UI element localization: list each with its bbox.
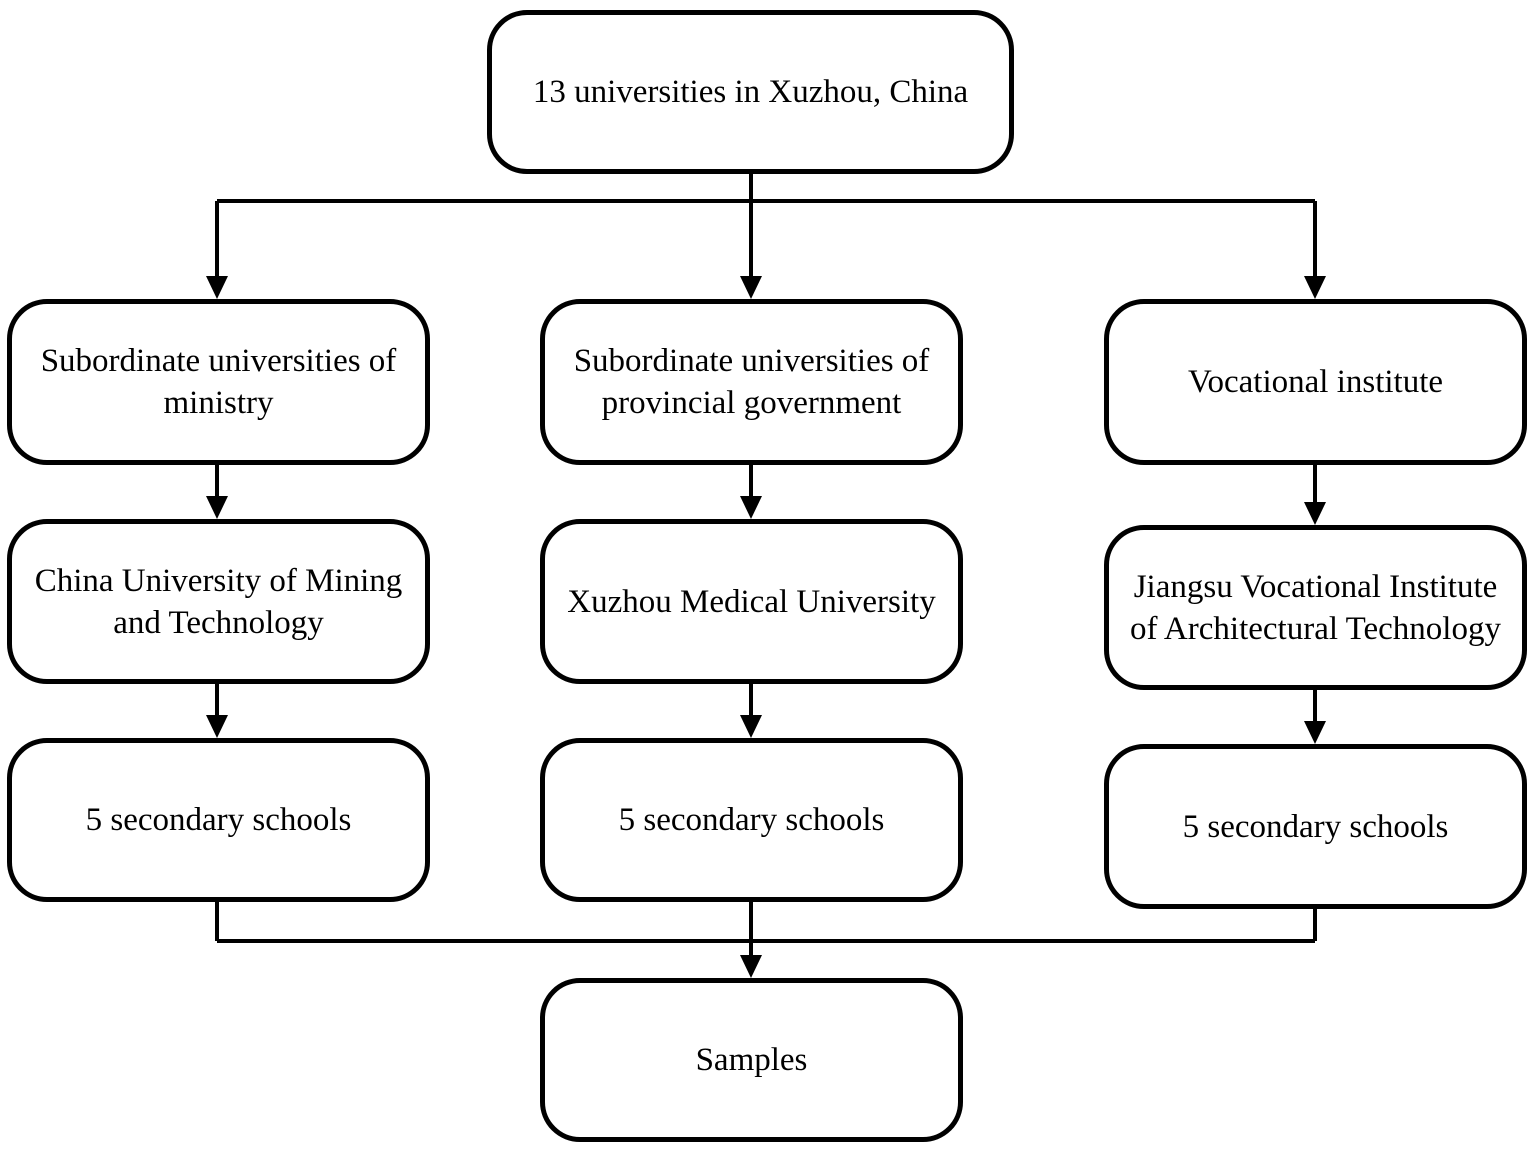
node-university-xzmu-label: Xuzhou Medical University [567, 583, 936, 620]
node-schools-xzmu-label: 5 secondary schools [618, 802, 885, 838]
node-samples: Samples [540, 978, 963, 1142]
node-category-provincial: Subordinate universities of provincial g… [540, 299, 963, 465]
node-schools-xzmu: 5 secondary schools [540, 738, 963, 902]
node-category-provincial-label: Subordinate universities of provincial g… [573, 343, 930, 421]
node-university-xzmu: Xuzhou Medical University [540, 519, 963, 684]
node-university-cumt-label: China University of Mining and Technolog… [34, 562, 403, 641]
arrowhead-samples [740, 955, 762, 978]
node-schools-jsviat-label: 5 secondary schools [1182, 808, 1449, 845]
arrowhead-xzmu [740, 496, 762, 519]
node-category-vocational-label: Vocational institute [1187, 364, 1444, 400]
arrowhead-cumt-schools [206, 715, 228, 738]
node-samples-label: Samples [695, 1042, 808, 1078]
arrowhead-xzmu-schools [740, 715, 762, 738]
node-category-vocational: Vocational institute [1104, 299, 1527, 465]
arrowhead-provincial [740, 276, 762, 299]
node-schools-cumt: 5 secondary schools [7, 738, 430, 902]
node-schools-jsviat: 5 secondary schools [1104, 744, 1527, 909]
arrowhead-cumt [206, 496, 228, 519]
arrowhead-ministry [206, 276, 228, 299]
node-root: 13 universities in Xuzhou, China [487, 10, 1014, 174]
node-schools-cumt-label: 5 secondary schools [85, 802, 352, 838]
node-root-label: 13 universities in Xuzhou, China [532, 74, 969, 110]
arrowhead-jsviat-schools [1304, 721, 1326, 744]
arrowhead-jsviat [1304, 502, 1326, 525]
node-category-ministry: Subordinate universities of ministry [7, 299, 430, 465]
arrowhead-vocational [1304, 276, 1326, 299]
node-university-jsviat: Jiangsu Vocational Institute of Architec… [1104, 525, 1527, 690]
node-category-ministry-label: Subordinate universities of ministry [40, 343, 397, 421]
node-university-jsviat-label: Jiangsu Vocational Institute of Architec… [1130, 568, 1501, 647]
node-university-cumt: China University of Mining and Technolog… [7, 519, 430, 684]
